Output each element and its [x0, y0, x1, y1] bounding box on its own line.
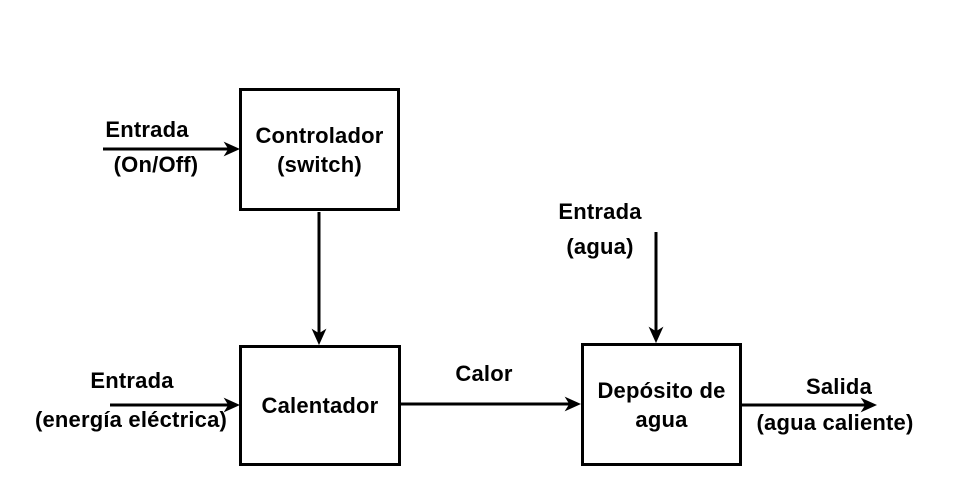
node-controlador-line2: (switch) [277, 151, 362, 177]
label-entrada-agua-title: Entrada [558, 199, 642, 224]
node-calentador: Calentador [239, 345, 401, 466]
label-salida-title: Salida [805, 374, 873, 399]
node-deposito-line1: Depósito de [597, 377, 726, 403]
label-entrada-onoff-title: Entrada [105, 117, 189, 142]
node-deposito-de-agua: Depósito de agua [581, 343, 742, 466]
node-deposito-line2: agua [635, 406, 688, 432]
node-calentador-line1: Calentador [261, 393, 379, 418]
label-entrada-agua-detail: (agua) [566, 234, 634, 259]
label-calor: Calor [455, 361, 513, 386]
label-entrada-energia-title: Entrada [90, 368, 174, 393]
node-controlador-line1: Controlador [255, 122, 384, 148]
label-entrada-energia-detail: (energía eléctrica) [34, 407, 228, 432]
node-controlador-switch: Controlador (switch) [239, 88, 400, 211]
label-salida-detail: (agua caliente) [756, 410, 914, 435]
label-entrada-onoff-detail: (On/Off) [113, 152, 199, 177]
